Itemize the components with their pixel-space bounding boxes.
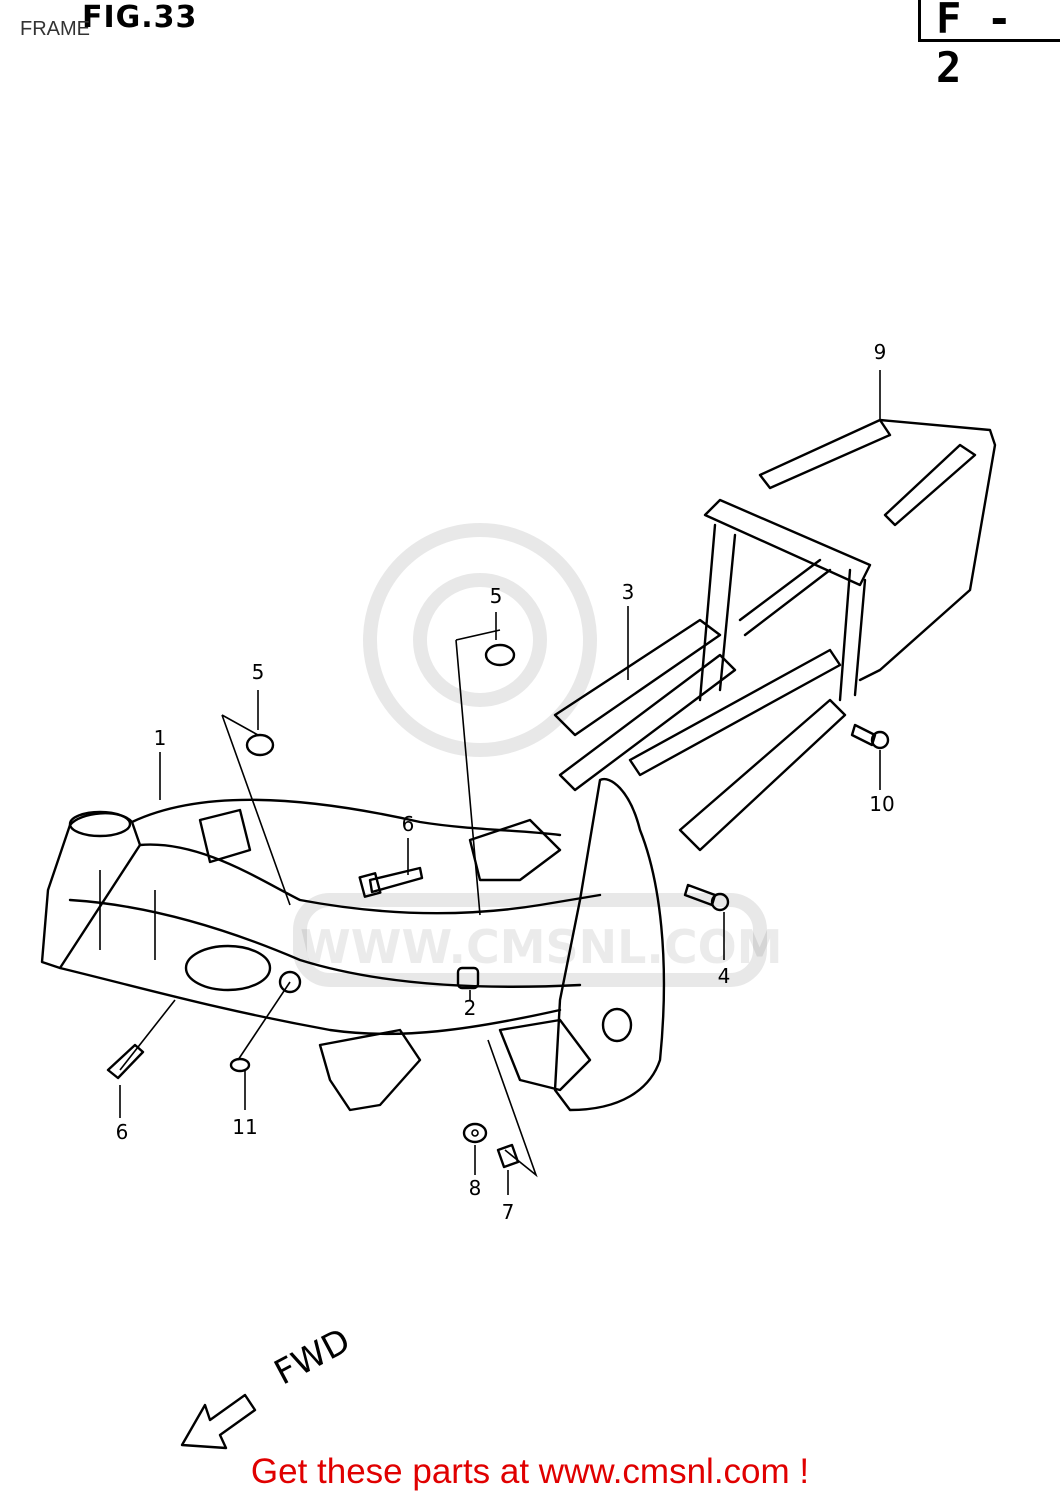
callout-1: 1 — [153, 726, 167, 750]
callout-5-left: 5 — [251, 660, 265, 684]
leader-lines — [119, 370, 881, 1195]
callout-10: 10 — [869, 792, 895, 816]
section-title: FRAME — [20, 18, 90, 40]
main-frame — [40, 777, 666, 1112]
callout-3: 3 — [621, 580, 635, 604]
callout-4: 4 — [717, 964, 731, 988]
callout-8: 8 — [468, 1176, 482, 1200]
callout-6-upper: 6 — [401, 812, 415, 836]
cmsnl-watermark-logo — [293, 523, 767, 987]
callout-2: 2 — [463, 996, 477, 1020]
hardware-parts — [106, 643, 890, 1169]
callout-6-lower: 6 — [115, 1120, 129, 1144]
callout-9: 9 — [873, 340, 887, 364]
figure-label: FIG.33 — [82, 0, 198, 35]
page-code-box — [918, 0, 1060, 42]
callout-5-upper: 5 — [489, 584, 503, 608]
watermark-text: WWW.CMSNL.COM — [300, 920, 783, 974]
footer-link[interactable]: Get these parts at www.cmsnl.com ! — [250, 1452, 810, 1491]
page-code: F - 2 — [936, 0, 1012, 92]
rear-subframe — [553, 418, 997, 852]
forward-arrow-icon — [180, 1393, 257, 1450]
callout-11: 11 — [232, 1115, 258, 1139]
callout-7: 7 — [501, 1200, 515, 1224]
